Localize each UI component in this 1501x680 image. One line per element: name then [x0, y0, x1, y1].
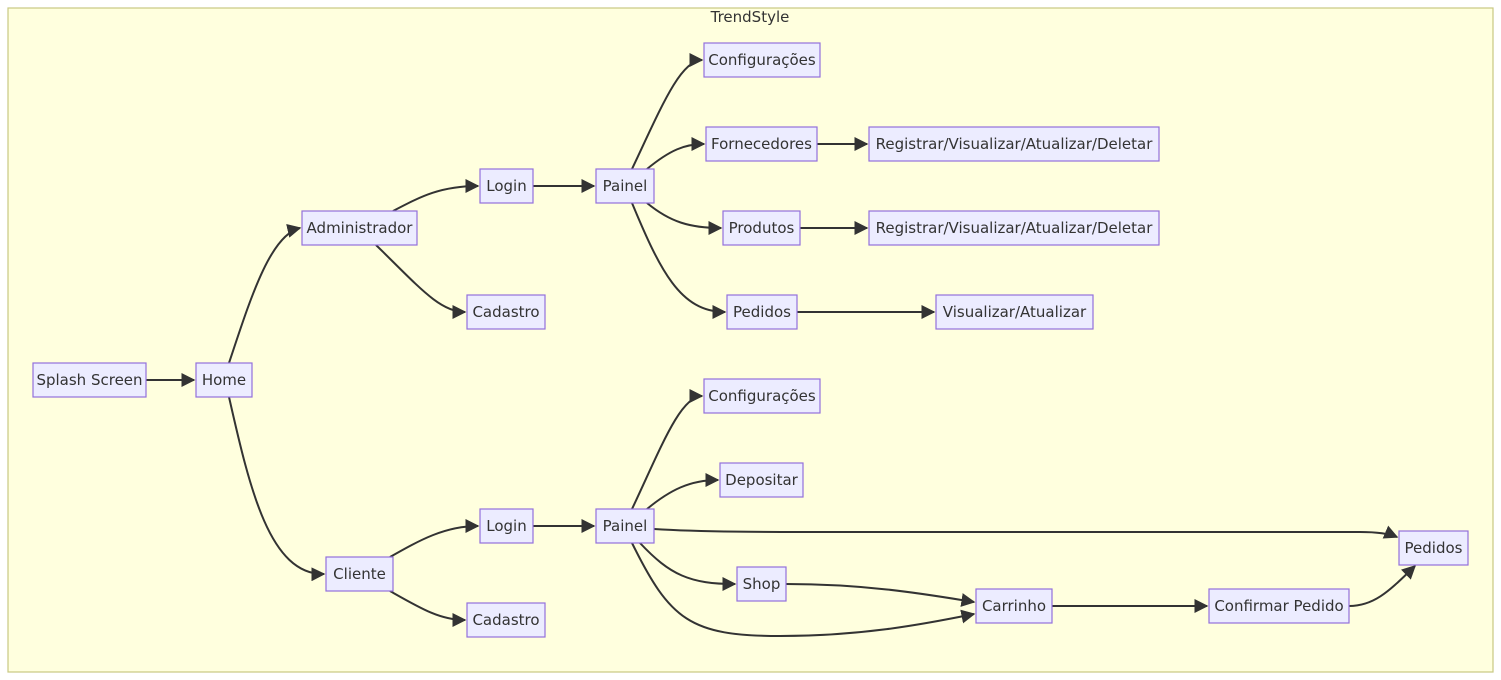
- node-label: Painel: [603, 177, 648, 195]
- edge-home-to-cliente: [228, 396, 326, 582]
- node-label: Cliente: [333, 565, 386, 583]
- node-admin-painel[interactable]: Painel: [595, 168, 655, 204]
- node-label: Depositar: [725, 471, 799, 489]
- node-box: [736, 566, 787, 602]
- node-admin-pedidos[interactable]: Pedidos: [726, 294, 798, 330]
- node-cliente[interactable]: Cliente: [325, 556, 394, 592]
- node-cliente-shop[interactable]: Shop: [736, 566, 787, 602]
- node-label: Home: [202, 371, 246, 389]
- edge-cliente-painel-to-cliente-pedidos: [653, 525, 1399, 539]
- node-home[interactable]: Home: [195, 362, 253, 398]
- node-label: Carrinho: [982, 597, 1046, 615]
- node-box: [935, 294, 1094, 330]
- node-label: Painel: [603, 517, 648, 535]
- edge-cliente-shop-to-cliente-carrinho: [785, 583, 976, 607]
- node-cliente-carrinho[interactable]: Carrinho: [975, 588, 1053, 624]
- node-label: Registrar/Visualizar/Atualizar/Deletar: [876, 219, 1154, 237]
- node-box: [719, 462, 804, 498]
- edges-layer: [146, 53, 1417, 638]
- node-label: Fornecedores: [711, 135, 812, 153]
- node-fornecedores-crud[interactable]: Registrar/Visualizar/Atualizar/Deletar: [868, 126, 1160, 162]
- node-box: [595, 508, 655, 544]
- edge-admin-to-admin-login: [392, 179, 480, 212]
- node-label: Pedidos: [1405, 539, 1463, 557]
- node-box: [726, 294, 798, 330]
- node-box: [479, 508, 534, 544]
- node-box: [975, 588, 1053, 624]
- node-box: [479, 168, 534, 204]
- node-label: Pedidos: [733, 303, 791, 321]
- node-label: Administrador: [307, 219, 414, 237]
- node-cliente-confirmar[interactable]: Confirmar Pedido: [1208, 588, 1350, 624]
- node-admin-fornecedores[interactable]: Fornecedores: [705, 126, 818, 162]
- edge-cliente-painel-to-cliente-config: [631, 389, 704, 510]
- node-admin-login[interactable]: Login: [479, 168, 534, 204]
- node-box: [325, 556, 394, 592]
- edge-cliente-to-cliente-cadastro: [389, 590, 467, 627]
- node-label: Login: [486, 177, 526, 195]
- node-pedidos-va[interactable]: Visualizar/Atualizar: [935, 294, 1094, 330]
- edge-admin-painel-to-admin-fornecedores: [646, 137, 706, 170]
- edge-admin-painel-to-admin-pedidos: [631, 202, 727, 319]
- node-label: Confirmar Pedido: [1214, 597, 1343, 615]
- node-label: Cadastro: [472, 303, 539, 321]
- node-box: [466, 294, 546, 330]
- node-admin-config[interactable]: Configurações: [703, 42, 821, 78]
- node-box: [1398, 530, 1469, 566]
- node-box: [868, 210, 1160, 246]
- edge-home-to-admin: [228, 224, 302, 364]
- node-box: [705, 126, 818, 162]
- edge-cliente-painel-to-cliente-carrinho: [631, 542, 976, 638]
- node-box: [195, 362, 253, 398]
- node-label: Configurações: [708, 51, 816, 69]
- edge-cliente-painel-to-cliente-depositar: [646, 473, 720, 510]
- node-box: [703, 42, 821, 78]
- node-label: Splash Screen: [36, 371, 142, 389]
- node-box: [703, 378, 821, 414]
- node-box: [1208, 588, 1350, 624]
- node-cliente-painel[interactable]: Painel: [595, 508, 655, 544]
- node-box: [722, 210, 801, 246]
- edge-cliente-painel-to-cliente-shop: [639, 542, 737, 591]
- node-label: Visualizar/Atualizar: [943, 303, 1087, 321]
- edge-cliente-confirmar-to-cliente-pedidos: [1348, 565, 1417, 607]
- edge-admin-painel-to-admin-produtos: [646, 202, 723, 235]
- edge-cliente-to-cliente-login: [389, 519, 480, 558]
- subgraph-trendstyle: [7, 7, 1494, 673]
- node-cliente-depositar[interactable]: Depositar: [719, 462, 804, 498]
- node-cliente-login[interactable]: Login: [479, 508, 534, 544]
- node-label: Configurações: [708, 387, 816, 405]
- node-label: Login: [486, 517, 526, 535]
- node-box: [301, 210, 418, 246]
- node-produtos-crud[interactable]: Registrar/Visualizar/Atualizar/Deletar: [868, 210, 1160, 246]
- node-splash[interactable]: Splash Screen: [32, 362, 147, 398]
- node-admin-cadastro[interactable]: Cadastro: [466, 294, 546, 330]
- node-cliente-pedidos[interactable]: Pedidos: [1398, 530, 1469, 566]
- node-box: [32, 362, 147, 398]
- node-label: Produtos: [729, 219, 795, 237]
- node-label: Shop: [743, 575, 781, 593]
- node-admin[interactable]: Administrador: [301, 210, 418, 246]
- edge-admin-to-admin-cadastro: [375, 244, 467, 319]
- node-box: [466, 602, 546, 638]
- edge-admin-painel-to-admin-config: [631, 53, 704, 170]
- subgraph-title: TrendStyle: [710, 8, 790, 26]
- node-cliente-config[interactable]: Configurações: [703, 378, 821, 414]
- node-cliente-cadastro[interactable]: Cadastro: [466, 602, 546, 638]
- node-label: Cadastro: [472, 611, 539, 629]
- node-admin-produtos[interactable]: Produtos: [722, 210, 801, 246]
- node-label: Registrar/Visualizar/Atualizar/Deletar: [876, 135, 1154, 153]
- node-box: [868, 126, 1160, 162]
- node-box: [595, 168, 655, 204]
